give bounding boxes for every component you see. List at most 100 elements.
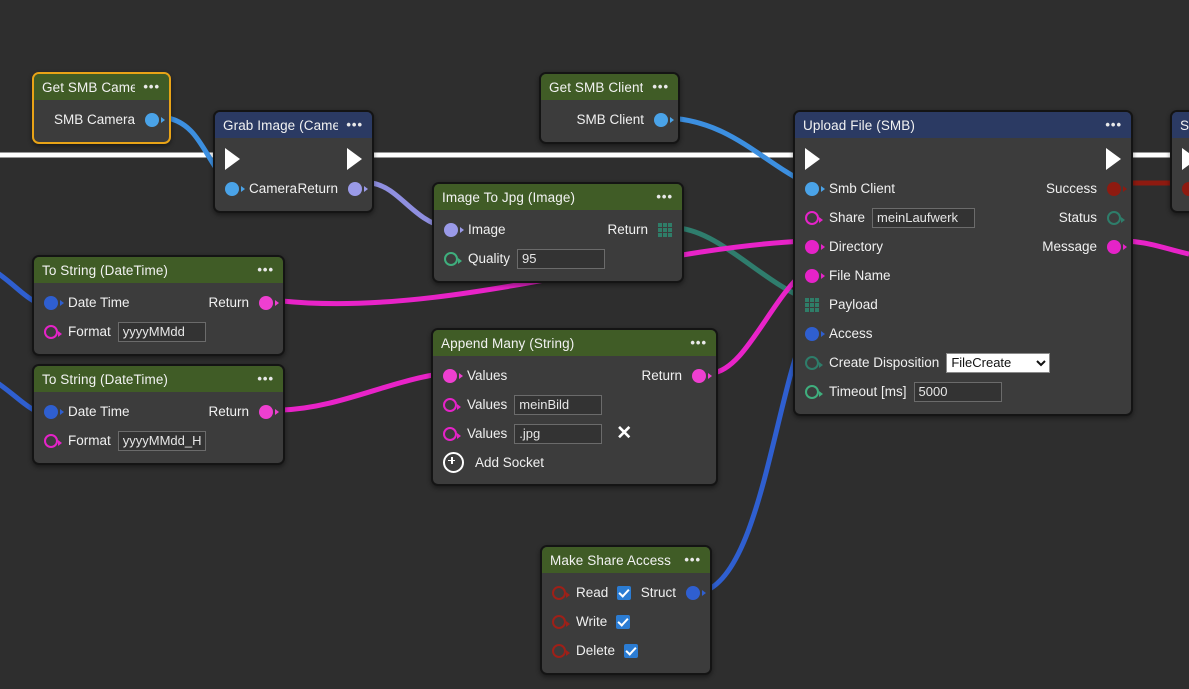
format-input[interactable] (117, 321, 206, 342)
node-body: Values Return Values Values ✕ Add Socket (433, 356, 716, 484)
socket-read-input[interactable] (552, 585, 570, 600)
node-header[interactable]: Make Share Access ••• (542, 547, 710, 573)
node-menu-icon[interactable]: ••• (690, 335, 707, 350)
socket-smb-client-output[interactable] (654, 112, 674, 127)
node-to-string-datetime-1[interactable]: To String (DateTime) ••• Date Time Retur… (32, 255, 285, 356)
exec-out-icon[interactable] (1106, 147, 1121, 170)
socket-return-output[interactable] (348, 181, 368, 196)
socket-return-output[interactable] (259, 404, 279, 419)
node-header[interactable]: Get SMB Client ••• (541, 74, 678, 100)
node-header[interactable]: Upload File (SMB) ••• (795, 112, 1131, 138)
socket-smb-client-input[interactable] (805, 181, 825, 196)
socket-file-name-input[interactable] (805, 268, 825, 283)
node-grab-image-camera[interactable]: Grab Image (Camera) ••• Camera Return (213, 110, 374, 213)
socket-access-input[interactable] (805, 326, 825, 341)
socket-success-output[interactable] (1107, 181, 1127, 196)
node-get-smb-camera[interactable]: Get SMB Camera ••• SMB Camera (32, 72, 171, 144)
socket-label-smb-client: SMB Client (576, 112, 644, 127)
values-input-2[interactable] (514, 423, 603, 444)
values-input-1[interactable] (514, 394, 603, 415)
socket-payload-array-input[interactable] (805, 297, 819, 312)
write-checkbox[interactable] (616, 614, 631, 629)
node-to-string-datetime-2[interactable]: To String (DateTime) ••• Date Time Retur… (32, 364, 285, 465)
node-get-smb-client[interactable]: Get SMB Client ••• SMB Client (539, 72, 680, 144)
node-header[interactable]: Image To Jpg (Image) ••• (434, 184, 682, 210)
socket-row-smb-client-out: SMB Client (541, 105, 678, 134)
socket-label-return: Return (208, 295, 249, 310)
socket-status-output[interactable] (1107, 210, 1125, 225)
wire-struct-to-access (703, 327, 809, 594)
share-input[interactable] (872, 207, 976, 228)
socket-values-input-2[interactable] (443, 426, 461, 441)
exec-in-icon[interactable] (805, 147, 820, 170)
socket-row-read: Read Struct (542, 578, 710, 607)
socket-label-date-time: Date Time (68, 295, 130, 310)
exec-in-icon[interactable] (1182, 147, 1189, 170)
quality-input[interactable] (517, 248, 606, 269)
wire-message-offscreen (1125, 238, 1189, 257)
node-body: Smb Client Success Share Status Director… (795, 138, 1131, 414)
socket-values-input-0[interactable] (443, 368, 463, 383)
node-menu-icon[interactable]: ••• (684, 552, 701, 567)
node-menu-icon[interactable]: ••• (652, 79, 669, 94)
socket-row-create-disposition: Create Disposition FileCreate (795, 348, 1131, 377)
read-checkbox[interactable] (617, 585, 632, 600)
format-input[interactable] (117, 430, 206, 451)
add-socket-button[interactable]: Add Socket (433, 448, 716, 476)
node-header[interactable]: Get SMB Camera ••• (34, 74, 169, 100)
socket-message-output[interactable] (1107, 239, 1127, 254)
socket-label-status: Status (1058, 210, 1097, 225)
node-menu-icon[interactable]: ••• (143, 79, 160, 94)
node-upload-file-smb[interactable]: Upload File (SMB) ••• Smb Client Success… (793, 110, 1133, 416)
create-disposition-select[interactable]: FileCreate (946, 352, 1051, 373)
timeout-input[interactable] (913, 381, 1002, 402)
socket-date-time-input[interactable] (44, 295, 64, 310)
socket-format-input[interactable] (44, 324, 62, 339)
node-menu-icon[interactable]: ••• (257, 262, 274, 277)
node-image-to-jpg[interactable]: Image To Jpg (Image) ••• Image Return Qu… (432, 182, 684, 283)
socket-values-input-1[interactable] (443, 397, 461, 412)
socket-return-output[interactable] (692, 368, 712, 383)
socket-label-smb-client: Smb Client (829, 181, 896, 196)
node-offscreen-right[interactable]: S (1170, 110, 1189, 213)
node-header[interactable]: To String (DateTime) ••• (34, 366, 283, 392)
socket-label-message: Message (1042, 239, 1097, 254)
node-header[interactable]: Append Many (String) ••• (433, 330, 716, 356)
node-menu-icon[interactable]: ••• (257, 371, 274, 386)
socket-create-disposition-input[interactable] (805, 355, 823, 370)
socket-delete-input[interactable] (552, 643, 570, 658)
socket-camera-input[interactable] (225, 181, 245, 196)
delete-checkbox[interactable] (624, 643, 639, 658)
socket-smb-camera-output[interactable] (145, 112, 165, 127)
socket-write-input[interactable] (552, 614, 570, 629)
socket-return-output[interactable] (259, 295, 279, 310)
node-menu-icon[interactable]: ••• (1105, 117, 1122, 132)
remove-socket-icon[interactable]: ✕ (616, 422, 633, 444)
node-make-share-access[interactable]: Make Share Access ••• Read Struct Write … (540, 545, 712, 675)
socket-row-access: Access (795, 319, 1131, 348)
node-header[interactable]: Grab Image (Camera) ••• (215, 112, 372, 138)
exec-row (795, 143, 1131, 174)
exec-in-icon[interactable] (225, 147, 240, 170)
socket-quality-input[interactable] (444, 251, 462, 266)
socket-directory-input[interactable] (805, 239, 825, 254)
exec-out-icon[interactable] (347, 147, 362, 170)
socket-struct-output[interactable] (686, 585, 706, 600)
socket-timeout-input[interactable] (805, 384, 823, 399)
add-socket-label: Add Socket (475, 454, 545, 470)
socket-format-input[interactable] (44, 433, 62, 448)
socket-date-time-input[interactable] (44, 404, 64, 419)
socket-label-values-0: Values (467, 368, 508, 383)
node-title: Upload File (SMB) (803, 117, 915, 133)
node-menu-icon[interactable]: ••• (656, 189, 673, 204)
socket-label-timeout: Timeout [ms] (829, 384, 907, 399)
socket-image-input[interactable] (444, 222, 464, 237)
node-append-many-string[interactable]: Append Many (String) ••• Values Return V… (431, 328, 718, 486)
node-header[interactable]: To String (DateTime) ••• (34, 257, 283, 283)
node-menu-icon[interactable]: ••• (346, 117, 363, 132)
socket-share-input[interactable] (805, 210, 823, 225)
socket-offscreen-input[interactable] (1182, 181, 1189, 196)
socket-return-array-output[interactable] (658, 222, 672, 237)
node-header[interactable]: S (1172, 112, 1189, 138)
